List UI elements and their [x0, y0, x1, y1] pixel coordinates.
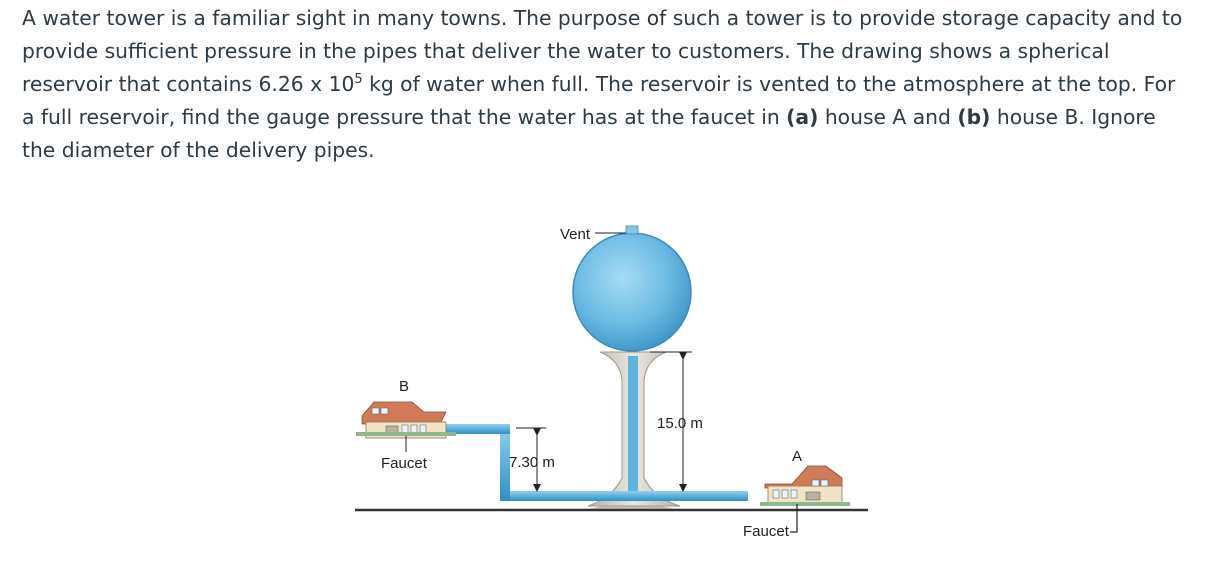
part-a-text: house A and — [818, 105, 958, 129]
house-b — [356, 401, 456, 439]
height-drop-label: 7.30 m — [509, 454, 555, 471]
faucet-b-label: Faucet — [381, 455, 428, 472]
mass-value: 6.26 x 10 — [258, 72, 355, 96]
vent-pipe — [625, 225, 639, 235]
house-b-label: B — [399, 378, 409, 395]
problem-sentence-1: A water tower is a familiar sight in man… — [22, 6, 1183, 96]
problem-sentence-2: kg of water when full. The reservoir is … — [22, 72, 1176, 129]
mass-exponent: 5 — [354, 72, 363, 87]
delivery-pipe-upper — [440, 424, 510, 434]
riser-pipe — [628, 356, 638, 496]
part-b-marker: (b) — [957, 105, 991, 129]
faucet-a-leader — [790, 504, 798, 533]
part-b-text: house B. Ignore the diameter of the deli… — [22, 105, 1156, 162]
height-tower-label: 15.0 m — [657, 415, 703, 432]
house-a-label: A — [792, 448, 802, 465]
delivery-pipe-main — [500, 491, 748, 501]
house-a-roof — [764, 465, 843, 489]
spherical-reservoir — [572, 232, 692, 352]
problem-statement: A water tower is a familiar sight in man… — [22, 2, 1192, 167]
part-a-marker: (a) — [786, 105, 819, 129]
vent-label: Vent — [560, 226, 591, 243]
delivery-pipe-riser — [500, 427, 510, 501]
faucet-a-label: Faucet — [743, 523, 790, 540]
house-a — [760, 465, 850, 506]
